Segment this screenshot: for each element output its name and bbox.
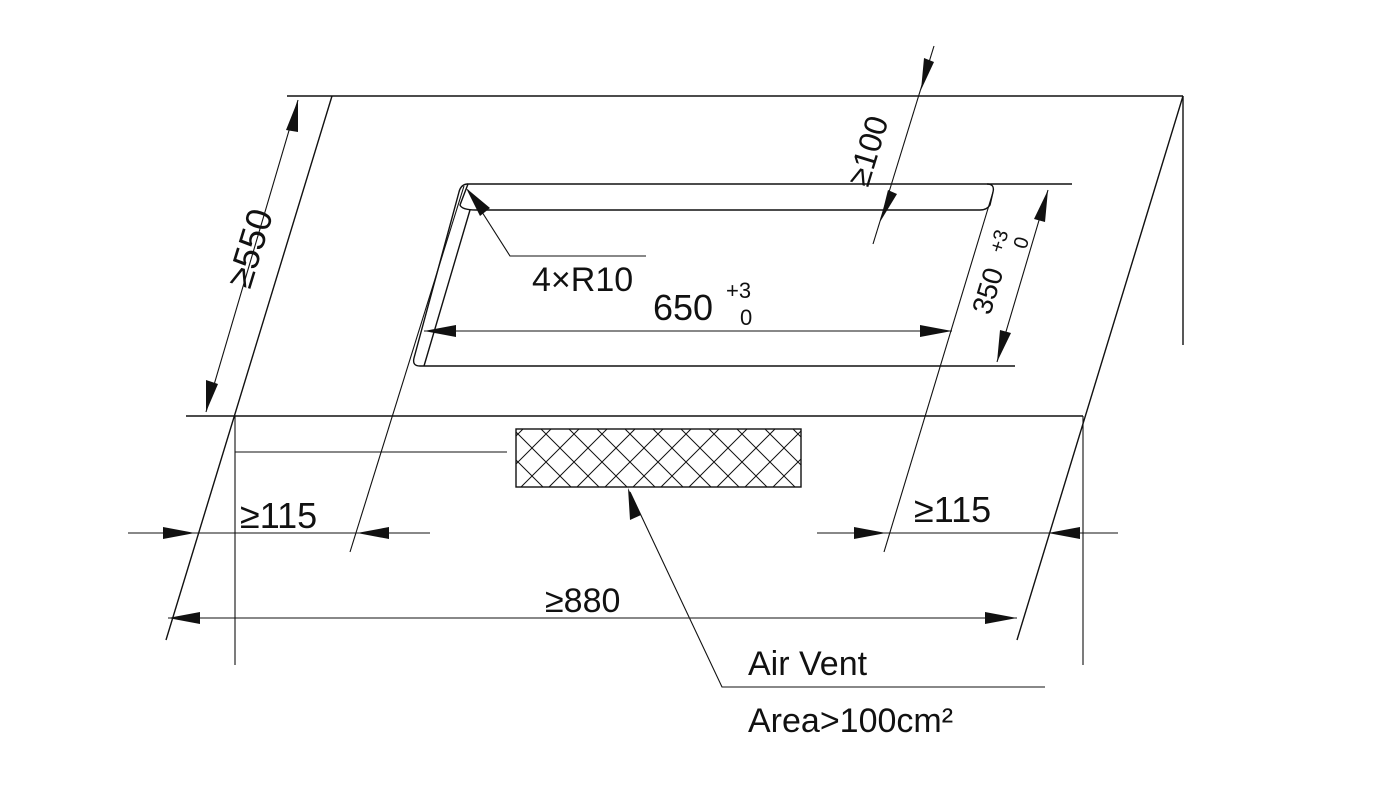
rear-clearance-label: ≥100	[840, 112, 895, 190]
right-clearance-dimension	[817, 527, 1118, 539]
cutout-depth-dimension	[996, 189, 1049, 363]
cutout-width-tol-upper: +3	[726, 278, 751, 303]
cutout-width-label: 650	[653, 287, 713, 328]
air-vent-leader	[628, 488, 1045, 688]
cutout-depth-tol-upper: +3	[986, 227, 1014, 255]
total-width-label: ≥880	[545, 582, 620, 620]
cutout-outline	[349, 183, 1072, 553]
total-width-dimension	[168, 612, 1017, 624]
cutout-width-tol-lower: 0	[740, 305, 752, 330]
air-vent-label: Air Vent	[748, 645, 868, 683]
depth-label: ≥550	[218, 204, 281, 292]
air-vent-area-label: Area>100cm²	[748, 702, 953, 740]
countertop-outline	[165, 95, 1184, 665]
right-clearance-label: ≥115	[914, 489, 991, 530]
corner-radius-label: 4×R10	[532, 261, 633, 299]
corner-radius-leader	[466, 188, 646, 257]
depth-dimension	[205, 99, 299, 413]
rear-clearance-dimension	[872, 45, 935, 245]
air-vent	[515, 428, 802, 488]
cutout-depth-tol-lower: 0	[1010, 234, 1034, 251]
left-clearance-dimension	[128, 527, 430, 539]
cutout-width-dimension	[424, 325, 952, 337]
cutout-depth-label: 350	[966, 264, 1009, 318]
left-clearance-label: ≥115	[240, 495, 317, 536]
